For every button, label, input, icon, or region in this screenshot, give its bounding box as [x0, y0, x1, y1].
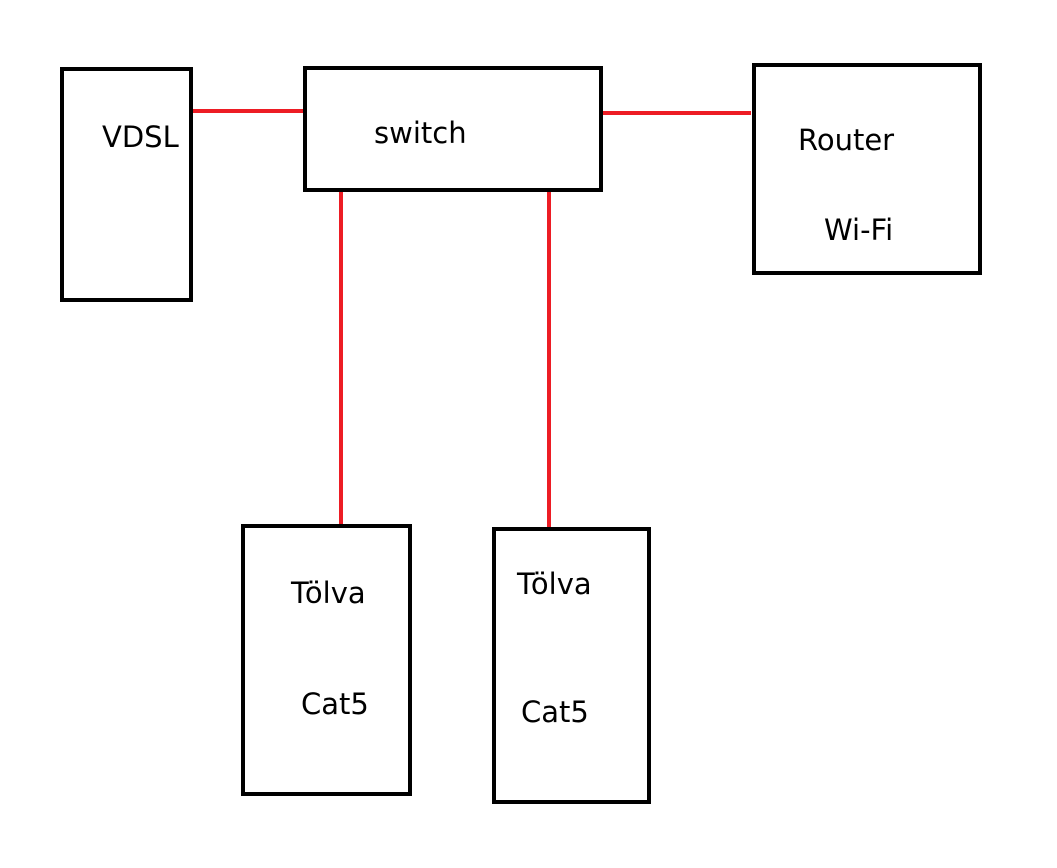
tolva1-box: [241, 524, 412, 796]
tolva1-node: Tölva Cat5: [241, 524, 412, 796]
switch-node: switch: [303, 66, 603, 192]
router-wifi-label: Wi-Fi: [824, 213, 893, 247]
tolva2-cat5-label: Cat5: [521, 695, 589, 729]
router-label: Router: [798, 123, 894, 157]
vdsl-node: VDSL: [60, 67, 193, 302]
tolva1-label: Tölva: [290, 576, 366, 610]
router-box: [752, 63, 982, 275]
vdsl-label: VDSL: [102, 120, 179, 154]
tolva2-label: Tölva: [516, 567, 592, 601]
switch-box: [303, 66, 603, 192]
router-node: Router Wi-Fi: [752, 63, 982, 275]
switch-label: switch: [374, 116, 467, 150]
tolva2-box: [492, 527, 651, 804]
vdsl-box: [60, 67, 193, 302]
tolva2-node: Tölva Cat5: [492, 527, 651, 804]
tolva1-cat5-label: Cat5: [301, 687, 369, 721]
